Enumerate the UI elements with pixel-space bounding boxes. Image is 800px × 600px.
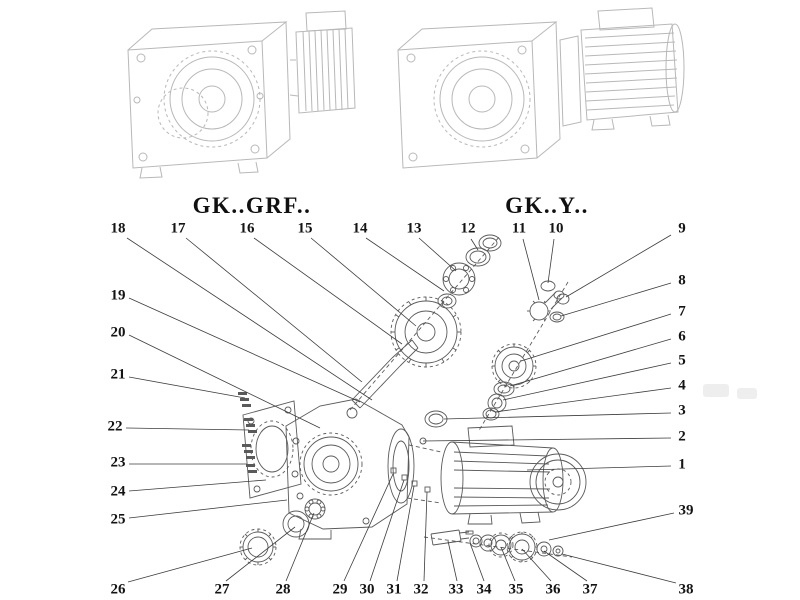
callout-30: 30 (359, 581, 375, 598)
leader-line-16 (253, 237, 403, 345)
callout-26: 26 (110, 581, 126, 598)
callout-13: 13 (406, 220, 422, 237)
callout-24: 24 (110, 483, 126, 500)
leader-line-26 (127, 547, 253, 583)
callout-27: 27 (214, 581, 230, 598)
callout-19: 19 (110, 287, 126, 304)
leader-line-7 (520, 313, 672, 362)
leader-line-13 (418, 237, 457, 272)
callout-2: 2 (678, 428, 686, 445)
leader-line-11 (522, 238, 540, 301)
leader-line-12 (470, 238, 479, 251)
callout-36: 36 (545, 581, 561, 598)
callout-12: 12 (460, 220, 476, 237)
exploded-view-drawing (238, 234, 587, 566)
leader-line-32 (423, 491, 428, 582)
watermark-mark (737, 388, 757, 399)
gearbox-y-drawing (397, 7, 685, 169)
callout-5: 5 (678, 352, 686, 369)
leader-line-22 (125, 427, 250, 431)
callout-15: 15 (297, 220, 313, 237)
callout-7: 7 (678, 303, 686, 320)
callout-25: 25 (110, 511, 126, 528)
leader-line-6 (509, 338, 672, 387)
callout-38: 38 (678, 581, 694, 598)
housing-drawing (285, 398, 427, 540)
callout-17: 17 (170, 220, 186, 237)
callout-6: 6 (678, 328, 686, 345)
variant-label-y: GK..Y.. (505, 193, 589, 218)
callout-28: 28 (275, 581, 291, 598)
leader-line-15 (310, 237, 417, 327)
leader-line-30 (369, 479, 405, 582)
callout-23: 23 (110, 454, 126, 471)
fastener-set-drawing (390, 467, 431, 493)
callout-37: 37 (582, 581, 598, 598)
callout-3: 3 (678, 402, 686, 419)
leader-line-21 (128, 376, 246, 399)
callout-21: 21 (110, 366, 126, 383)
leader-line-5 (502, 362, 672, 401)
leader-line-33 (447, 540, 458, 582)
callout-14: 14 (352, 220, 368, 237)
output-rings-drawing (239, 498, 326, 566)
watermark-mark (703, 384, 729, 397)
callout-22: 22 (107, 418, 123, 435)
leader-line-25 (128, 499, 288, 519)
callout-16: 16 (239, 220, 255, 237)
callout-8: 8 (678, 272, 686, 289)
callout-35: 35 (508, 581, 524, 598)
callout-11: 11 (511, 220, 527, 237)
leader-line-9 (565, 234, 672, 298)
leader-line-39 (548, 512, 675, 541)
leader-line-2 (422, 437, 672, 442)
leader-line-19 (128, 297, 361, 403)
leader-line-20 (128, 334, 321, 429)
leader-line-1 (526, 465, 672, 471)
callout-9: 9 (678, 220, 686, 237)
leader-line-14 (365, 237, 445, 292)
leader-line-31 (396, 485, 415, 582)
callout-39: 39 (678, 502, 694, 519)
gearbox-grf-drawing (127, 10, 356, 179)
output-shaft-assembly-drawing (351, 234, 502, 409)
callout-34: 34 (476, 581, 492, 598)
flange-plate-drawing (242, 400, 302, 499)
leader-line-37 (543, 550, 588, 582)
variant-label-grf: GK..GRF.. (192, 193, 312, 218)
callout-20: 20 (110, 324, 126, 341)
callout-18: 18 (110, 220, 126, 237)
leader-line-17 (185, 237, 363, 383)
leader-line-18 (126, 237, 373, 401)
callout-4: 4 (678, 377, 686, 394)
callout-33: 33 (448, 581, 464, 598)
leader-line-29 (343, 473, 394, 582)
callout-10: 10 (548, 220, 564, 237)
callout-31: 31 (386, 581, 402, 598)
callout-32: 32 (413, 581, 429, 598)
leader-line-36 (521, 548, 552, 582)
leader-line-38 (561, 553, 677, 584)
leader-line-27 (225, 526, 296, 582)
leader-line-3 (443, 412, 672, 420)
motor-drawing (440, 425, 587, 525)
leader-lines (125, 234, 677, 584)
leader-line-10 (547, 238, 555, 284)
callout-29: 29 (332, 581, 348, 598)
leader-line-8 (560, 282, 672, 317)
leader-line-34 (469, 542, 485, 582)
leader-line-35 (500, 546, 516, 582)
callout-1: 1 (678, 456, 686, 473)
leader-line-4 (494, 387, 672, 413)
leader-line-24 (128, 479, 267, 492)
input-shaft-parts-drawing (430, 529, 564, 563)
bolt-set-drawing (238, 392, 257, 473)
leader-line-28 (285, 512, 315, 582)
